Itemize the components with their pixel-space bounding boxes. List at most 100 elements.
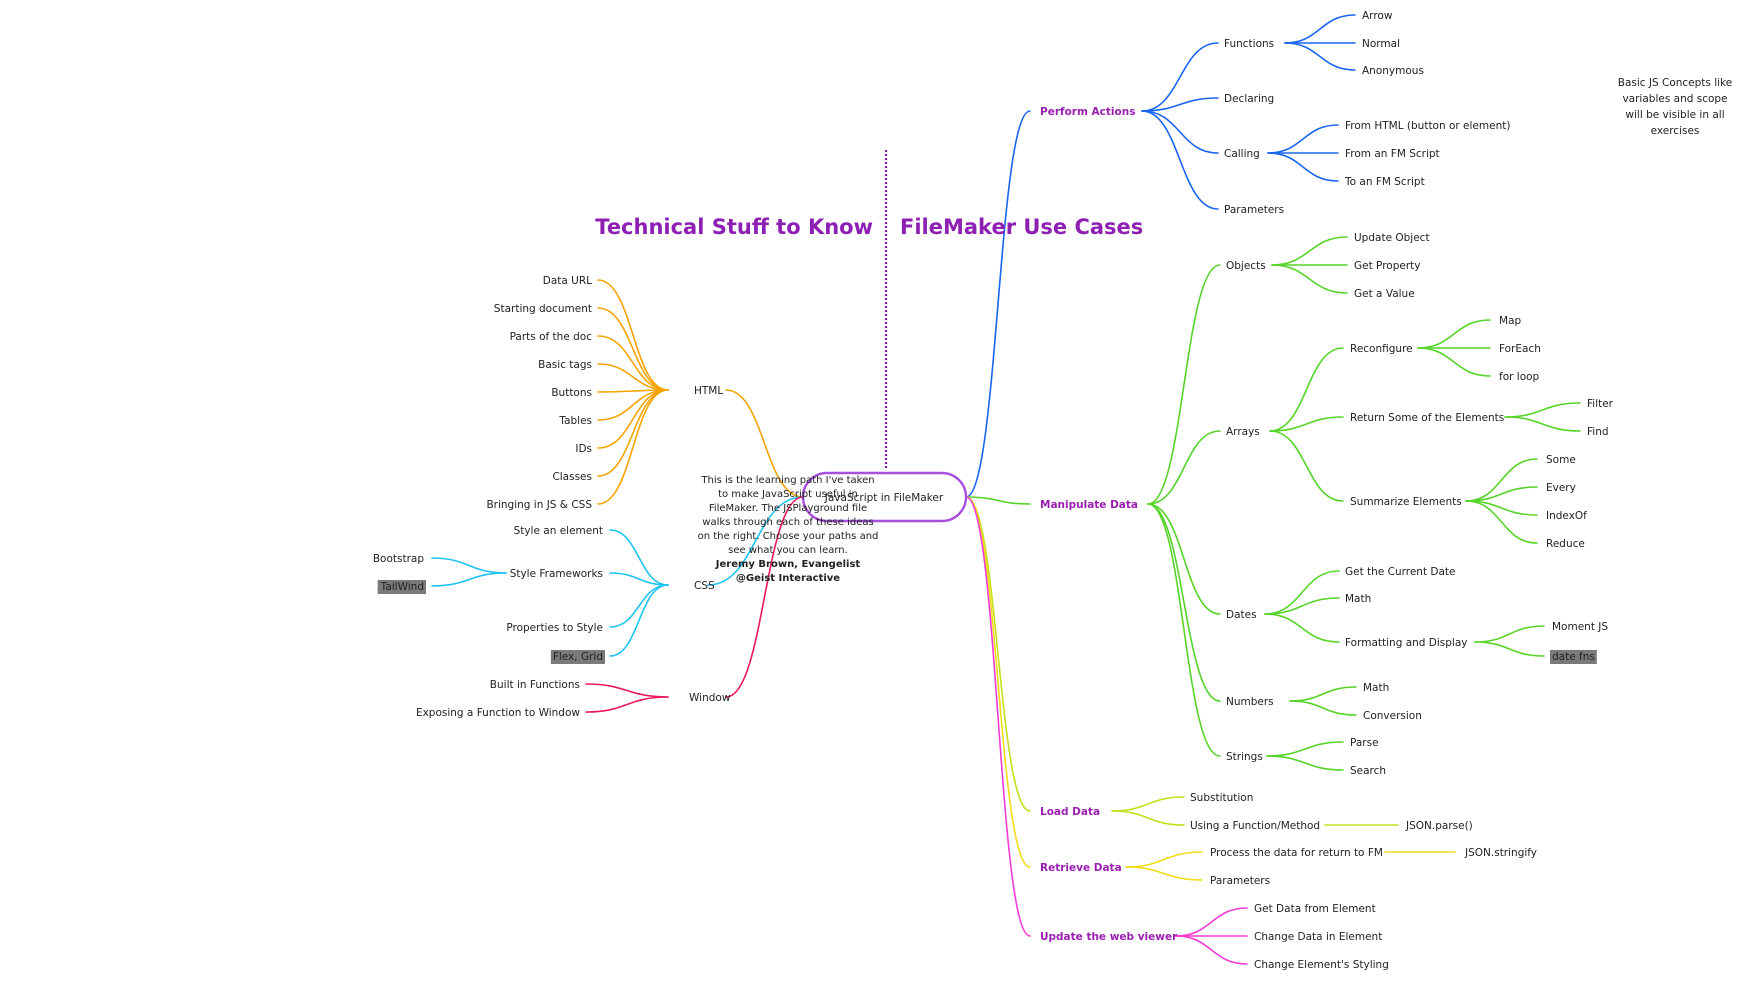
node-dates[interactable]: Dates [1226, 609, 1257, 621]
node-numbers[interactable]: Numbers [1226, 696, 1274, 708]
node-label: Load Data [1040, 806, 1100, 818]
node-formatting-and-display[interactable]: Formatting and Display [1345, 637, 1468, 649]
connector-line [1504, 402, 1581, 418]
node-css[interactable]: CSS [694, 580, 715, 592]
node-get-the-current-date[interactable]: Get the Current Date [1345, 566, 1456, 578]
node-exposing-a-function-to-window[interactable]: Exposing a Function to Window [416, 707, 580, 719]
node-map[interactable]: Map [1499, 315, 1521, 327]
node-html[interactable]: HTML [694, 385, 723, 397]
node-window[interactable]: Window [689, 692, 731, 704]
node-process-the-data-for-return-to-fm[interactable]: Process the data for return to FM [1210, 847, 1383, 859]
connector-line [1125, 851, 1203, 868]
node-math[interactable]: Math [1363, 682, 1389, 694]
node-search[interactable]: Search [1350, 765, 1386, 777]
connector-line [597, 307, 669, 391]
connector-line [1147, 264, 1221, 505]
node-starting-document[interactable]: Starting document [494, 303, 592, 315]
node-functions[interactable]: Functions [1224, 38, 1274, 50]
node-json-parse[interactable]: JSON.parse() [1405, 820, 1473, 832]
node-classes[interactable]: Classes [552, 471, 592, 483]
node-reconfigure[interactable]: Reconfigure [1350, 343, 1413, 355]
node-normal[interactable]: Normal [1362, 38, 1400, 50]
node-arrow[interactable]: Arrow [1362, 10, 1393, 22]
node-date-fns[interactable]: date fns [1550, 650, 1597, 664]
node-summarize-elements[interactable]: Summarize Elements [1350, 496, 1462, 508]
node-update-the-web-viewer[interactable]: Update the web viewer [1040, 931, 1178, 943]
node-reduce[interactable]: Reduce [1546, 538, 1585, 550]
node-objects[interactable]: Objects [1226, 260, 1266, 272]
node-parse[interactable]: Parse [1350, 737, 1379, 749]
author-credit: Jeremy Brown, Evangelist @Geist Interact… [715, 559, 861, 584]
node-perform-actions[interactable]: Perform Actions [1040, 106, 1135, 118]
node-style-an-element[interactable]: Style an element [514, 525, 603, 537]
node-built-in-functions[interactable]: Built in Functions [490, 679, 580, 691]
node-tables[interactable]: Tables [558, 415, 592, 427]
node-label: Built in Functions [490, 679, 580, 691]
connector-line [1264, 570, 1340, 615]
node-foreach[interactable]: ForEach [1499, 343, 1541, 355]
node-filter[interactable]: Filter [1587, 398, 1614, 410]
node-label: Change Element's Styling [1254, 959, 1389, 971]
node-parts-of-the-doc[interactable]: Parts of the doc [510, 331, 593, 343]
node-manipulate-data[interactable]: Manipulate Data [1040, 499, 1138, 511]
node-parameters[interactable]: Parameters [1210, 875, 1270, 887]
connector-line [965, 496, 1031, 812]
node-moment-js[interactable]: Moment JS [1552, 621, 1608, 633]
node-label: Arrow [1362, 10, 1393, 22]
connector-line [1111, 796, 1185, 812]
connector-line [1284, 42, 1356, 71]
connector-line [1147, 503, 1221, 702]
central-node[interactable]: JavaScript in FileMaker [801, 471, 968, 523]
connector-line [1147, 503, 1221, 615]
node-calling[interactable]: Calling [1224, 148, 1260, 160]
node-tailwind[interactable]: TailWind [377, 580, 426, 594]
connector-line [431, 557, 507, 574]
node-strings[interactable]: Strings [1226, 751, 1263, 763]
node-bringing-in-js-css[interactable]: Bringing in JS & CSS [486, 499, 592, 511]
node-anonymous[interactable]: Anonymous [1362, 65, 1424, 77]
node-basic-tags[interactable]: Basic tags [538, 359, 592, 371]
node-return-some-of-the-elements[interactable]: Return Some of the Elements [1350, 412, 1504, 424]
node-for-loop[interactable]: for loop [1499, 371, 1540, 383]
node-get-property[interactable]: Get Property [1354, 260, 1420, 272]
node-style-frameworks[interactable]: Style Frameworks [510, 568, 603, 580]
node-label: Starting document [494, 303, 592, 315]
connector-line [597, 389, 669, 477]
note-line: Basic JS Concepts like [1618, 77, 1732, 89]
node-properties-to-style[interactable]: Properties to Style [506, 622, 603, 634]
node-data-url[interactable]: Data URL [543, 275, 592, 287]
connector-line [597, 389, 669, 505]
heading-filemaker-use-cases: FileMaker Use Cases [900, 215, 1143, 239]
node-some[interactable]: Some [1546, 454, 1576, 466]
node-from-html-button-or-element[interactable]: From HTML (button or element) [1345, 120, 1510, 132]
node-every[interactable]: Every [1546, 482, 1576, 494]
node-parameters[interactable]: Parameters [1224, 204, 1284, 216]
node-flex-grid[interactable]: Flex, Grid [550, 650, 605, 664]
connector-line [1269, 430, 1344, 502]
node-label: Moment JS [1552, 621, 1608, 633]
node-conversion[interactable]: Conversion [1363, 710, 1422, 722]
node-indexof[interactable]: IndexOf [1546, 510, 1587, 522]
node-arrays[interactable]: Arrays [1226, 426, 1260, 438]
node-retrieve-data[interactable]: Retrieve Data [1040, 862, 1122, 874]
node-using-a-function-method[interactable]: Using a Function/Method [1190, 820, 1320, 832]
node-change-data-in-element[interactable]: Change Data in Element [1254, 931, 1382, 943]
node-ids[interactable]: IDs [575, 443, 592, 455]
node-from-an-fm-script[interactable]: From an FM Script [1345, 148, 1440, 160]
node-update-object[interactable]: Update Object [1354, 232, 1430, 244]
node-declaring[interactable]: Declaring [1224, 93, 1274, 105]
node-find[interactable]: Find [1587, 426, 1609, 438]
node-json-stringify[interactable]: JSON.stringify [1464, 847, 1537, 859]
node-substitution[interactable]: Substitution [1190, 792, 1253, 804]
node-to-an-fm-script[interactable]: To an FM Script [1344, 176, 1425, 188]
node-get-data-from-element[interactable]: Get Data from Element [1254, 903, 1376, 915]
connector-line [1267, 152, 1339, 182]
note-line: will be visible in all [1625, 109, 1724, 121]
node-load-data[interactable]: Load Data [1040, 806, 1100, 818]
node-label: Substitution [1190, 792, 1253, 804]
node-change-element-s-styling[interactable]: Change Element's Styling [1254, 959, 1389, 971]
node-bootstrap[interactable]: Bootstrap [373, 553, 425, 565]
node-get-a-value[interactable]: Get a Value [1354, 288, 1415, 300]
node-buttons[interactable]: Buttons [551, 387, 592, 399]
node-math[interactable]: Math [1345, 593, 1371, 605]
